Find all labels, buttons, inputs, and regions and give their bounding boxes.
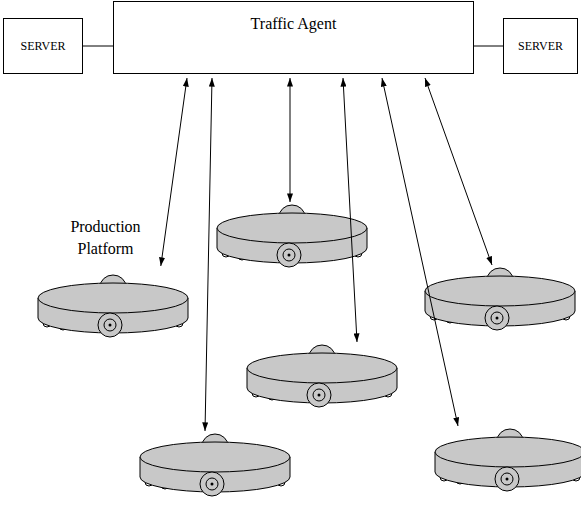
drive-wheel-axle — [211, 483, 214, 486]
box-label: SERVER — [518, 39, 563, 54]
server-box: SERVER — [503, 18, 578, 74]
platform-top — [247, 353, 397, 383]
platform-illustration — [140, 434, 290, 496]
server-box: SERVER — [3, 18, 83, 74]
box-label: Traffic Agent — [251, 15, 337, 33]
drive-wheel-hub — [104, 319, 116, 331]
platform-top — [38, 283, 188, 313]
platform-top — [140, 442, 290, 472]
drive-wheel-hub — [206, 478, 218, 490]
drive-wheel-axle — [288, 254, 291, 257]
drive-wheel-axle — [496, 317, 499, 320]
drive-wheel-hub — [491, 312, 503, 324]
drive-wheel — [277, 243, 301, 267]
communication-arrow — [290, 78, 291, 202]
platform-illustration — [217, 205, 367, 267]
production-platform: Production Platform — [36, 268, 192, 344]
communication-arrow — [343, 78, 357, 342]
platform-top — [425, 276, 575, 306]
drive-wheel-axle — [109, 324, 112, 327]
drive-wheel — [98, 313, 122, 337]
drive-wheel — [307, 383, 331, 407]
platform-illustration — [247, 345, 397, 407]
drive-wheel-hub — [313, 389, 325, 401]
communication-arrow — [205, 78, 212, 431]
communication-arrow — [161, 78, 187, 266]
traffic-agent-box: Traffic Agent — [113, 1, 474, 74]
drive-wheel-axle — [506, 478, 509, 481]
platform-illustration — [435, 429, 581, 491]
platform-illustration — [425, 268, 575, 330]
drive-wheel-axle — [318, 394, 321, 397]
communication-arrow — [382, 78, 458, 426]
drive-wheel-hub — [501, 473, 513, 485]
platform-top — [435, 437, 581, 467]
link-line — [83, 46, 113, 47]
drive-wheel — [495, 467, 519, 491]
drive-wheel-hub — [283, 249, 295, 261]
box-label: SERVER — [20, 39, 65, 54]
drive-wheel — [485, 306, 509, 330]
platform-label: Production Platform — [58, 216, 153, 260]
drive-wheel — [200, 472, 224, 496]
platform-top — [217, 213, 367, 243]
communication-arrow — [425, 78, 492, 265]
platform-outline — [36, 268, 192, 344]
link-line — [474, 46, 503, 47]
